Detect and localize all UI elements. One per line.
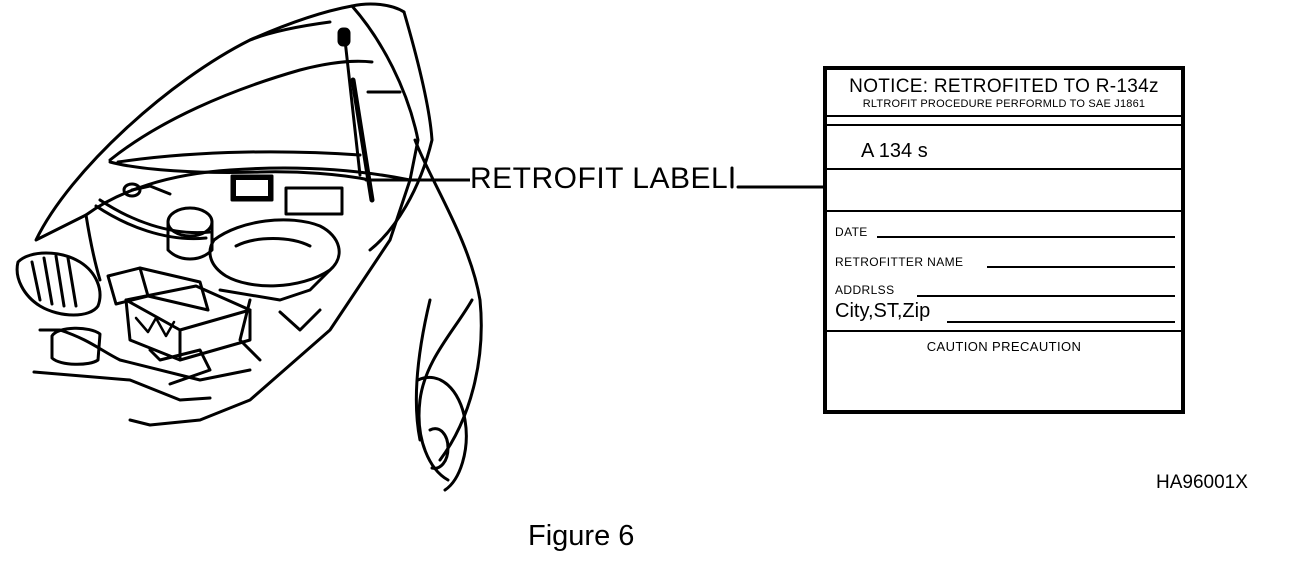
address-field-line [917, 295, 1175, 297]
retrofitter-field-line [987, 266, 1175, 268]
address-city-value: City,ST,Zip [835, 300, 933, 323]
date-field-label: DATE [835, 225, 870, 239]
label-divider [827, 168, 1181, 170]
label-divider [827, 210, 1181, 212]
figure-code: HA96001X [1156, 472, 1248, 493]
label-divider [827, 124, 1181, 126]
caution-text: CAUTION PRECAUTION [926, 339, 1082, 354]
label-divider [827, 330, 1181, 332]
firewall-plate [284, 186, 344, 216]
retrofitter-field-label: RETROFITTER NAME [835, 255, 966, 269]
engine-block [208, 218, 341, 288]
intake-hose [15, 251, 102, 317]
retrofit-label-callout: RETROFIT LABEL [470, 162, 731, 196]
refrigerant-value: A 134 s [861, 140, 928, 162]
label-divider [827, 115, 1181, 117]
label-title: NOTICE: RETROFITED TO R-134z [849, 76, 1159, 97]
hood-strut [343, 38, 362, 177]
radiator-support [38, 328, 252, 382]
address-field-label: ADDRLSS [835, 283, 897, 297]
city-field-line [947, 321, 1175, 323]
retrofit-label-card: NOTICE: RETROFITED TO R-134z RLTROFIT PR… [823, 66, 1185, 414]
wheel-arch [416, 375, 468, 492]
date-field-line [877, 236, 1175, 238]
label-subtitle: RLTROFIT PROCEDURE PERFORMLD TO SAE J186… [862, 98, 1146, 110]
figure-caption: Figure 6 [528, 520, 635, 552]
